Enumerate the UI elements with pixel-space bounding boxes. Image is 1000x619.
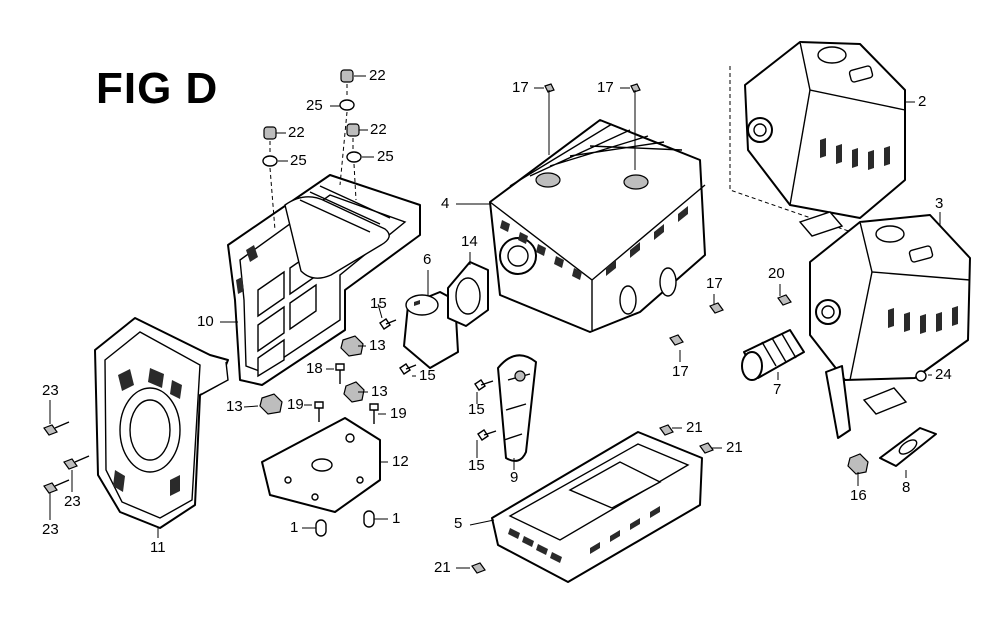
callout-13: 13 bbox=[226, 398, 243, 415]
callout-7: 7 bbox=[773, 381, 782, 398]
callout-17: 17 bbox=[597, 79, 614, 96]
part-11-bracket bbox=[94, 317, 229, 529]
part-3-muffler bbox=[809, 214, 971, 439]
callout-4: 4 bbox=[441, 195, 450, 212]
callout-20: 20 bbox=[768, 265, 785, 282]
callout-21: 21 bbox=[686, 419, 703, 436]
callout-24: 24 bbox=[935, 366, 952, 383]
leader-lines bbox=[49, 75, 941, 569]
callout-5: 5 bbox=[454, 515, 463, 532]
callout-13: 13 bbox=[371, 383, 388, 400]
callout-23: 23 bbox=[42, 521, 59, 538]
callout-9: 9 bbox=[510, 469, 519, 486]
callout-21: 21 bbox=[434, 559, 451, 576]
callout-8: 8 bbox=[902, 479, 911, 496]
part-9-bracket bbox=[474, 354, 537, 462]
callout-2: 2 bbox=[918, 93, 927, 110]
callout-22: 22 bbox=[370, 121, 387, 138]
figure-title: FIG D bbox=[96, 64, 219, 113]
small-fasteners bbox=[43, 69, 417, 494]
part-10-guard bbox=[227, 174, 421, 386]
part-8-gasket bbox=[879, 427, 937, 467]
part-12-plate bbox=[261, 417, 381, 513]
callout-15: 15 bbox=[419, 367, 436, 384]
callout-11: 11 bbox=[150, 539, 166, 556]
callout-6: 6 bbox=[423, 251, 432, 268]
callout-25: 25 bbox=[377, 148, 394, 165]
callout-15: 15 bbox=[468, 401, 485, 418]
part-7-arrester bbox=[741, 294, 805, 381]
callout-21: 21 bbox=[726, 439, 743, 456]
callout-23: 23 bbox=[42, 382, 59, 399]
part-6-pipe bbox=[403, 291, 459, 369]
callout-16: 16 bbox=[850, 487, 867, 504]
callout-13: 13 bbox=[369, 337, 386, 354]
callout-22: 22 bbox=[288, 124, 305, 141]
callout-17: 17 bbox=[672, 363, 689, 380]
callout-22: 22 bbox=[369, 67, 386, 84]
callout-25: 25 bbox=[290, 152, 307, 169]
callout-14: 14 bbox=[461, 233, 478, 250]
part-2-muffler bbox=[729, 41, 906, 237]
part-4-muffler bbox=[489, 119, 706, 333]
parts-16-24 bbox=[544, 83, 927, 475]
part-1-pins bbox=[315, 510, 375, 537]
callout-15: 15 bbox=[468, 457, 485, 474]
callout-17: 17 bbox=[512, 79, 529, 96]
callout-3: 3 bbox=[935, 195, 944, 212]
callout-19: 19 bbox=[390, 405, 407, 422]
callout-18: 18 bbox=[306, 360, 323, 377]
callout-23: 23 bbox=[64, 493, 81, 510]
callout-10: 10 bbox=[197, 313, 214, 330]
part-5-tray bbox=[471, 424, 714, 583]
callout-1: 1 bbox=[290, 519, 299, 536]
callout-25: 25 bbox=[306, 97, 323, 114]
part-14-gasket bbox=[447, 261, 489, 327]
callout-15: 15 bbox=[370, 295, 387, 312]
callout-12: 12 bbox=[392, 453, 409, 470]
callout-19: 19 bbox=[287, 396, 304, 413]
callout-1: 1 bbox=[392, 510, 401, 527]
callout-17: 17 bbox=[706, 275, 723, 292]
